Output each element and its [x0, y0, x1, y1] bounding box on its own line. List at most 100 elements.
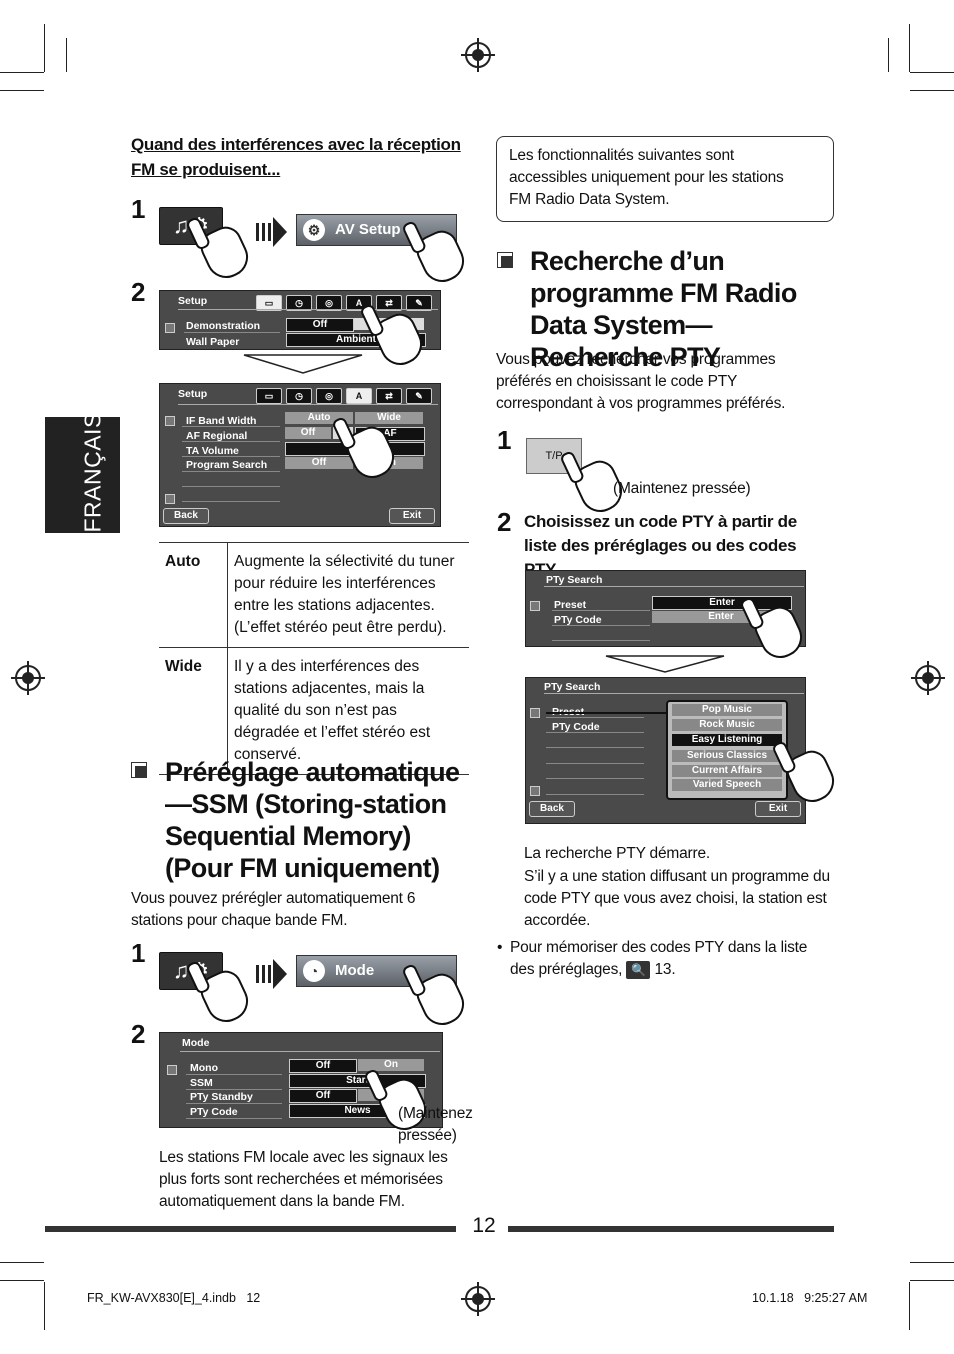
- section-title: Préréglage automatique—SSM (Storing-stat…: [165, 757, 460, 883]
- row-label: SSM: [190, 1077, 213, 1089]
- scroll-up-icon[interactable]: [530, 601, 540, 611]
- row-label: PTy Code: [190, 1106, 238, 1118]
- tab-input[interactable]: ⇄: [376, 295, 402, 311]
- crop-mark: [910, 1262, 954, 1263]
- screen-title: PTy Search: [544, 681, 601, 693]
- bullet-body: Pour mémoriser des codes PTY dans la lis…: [510, 939, 808, 978]
- crop-mark: [0, 90, 44, 91]
- step-number: 2: [131, 1019, 146, 1049]
- dial-icon: ◔: [303, 960, 325, 982]
- scroll-up-icon[interactable]: [167, 1065, 177, 1075]
- bullet-icon: •: [497, 939, 503, 956]
- row-value[interactable]: Off: [289, 1059, 357, 1073]
- screen-title: PTy Search: [546, 574, 603, 586]
- list-item[interactable]: Pop Music: [672, 704, 782, 716]
- registration-mark: [461, 38, 495, 72]
- pointing-hand-icon: [195, 965, 255, 1029]
- hold-note: (Maintenez pressée): [398, 1105, 473, 1144]
- right-arrow-icon: [256, 217, 287, 247]
- crop-mark: [910, 90, 954, 91]
- tab-tools[interactable]: ✎: [406, 295, 432, 311]
- magnifier-icon: 🔍: [626, 960, 651, 979]
- tp-label: T/P: [545, 450, 563, 462]
- row-label: IF Band Width: [186, 415, 257, 427]
- registration-mark: [461, 1282, 495, 1316]
- row-label: Preset: [554, 599, 587, 611]
- step-number: 2: [131, 277, 146, 307]
- list-item[interactable]: Easy Listening: [672, 734, 782, 746]
- section-marker-icon: [497, 252, 513, 268]
- row-value[interactable]: Off: [289, 1089, 357, 1103]
- footer-rule: [508, 1226, 834, 1232]
- screen-title: Setup: [178, 295, 208, 307]
- crop-mark: [888, 38, 889, 72]
- tab-display[interactable]: ▭: [256, 388, 282, 404]
- back-button[interactable]: Back: [529, 801, 575, 817]
- crop-mark: [44, 1282, 45, 1330]
- tab-audio[interactable]: A: [346, 388, 372, 404]
- list-item[interactable]: Serious Classics: [672, 750, 782, 762]
- paragraph: La recherche PTY démarre.: [524, 845, 710, 862]
- scroll-up-icon[interactable]: [530, 708, 540, 718]
- registration-mark: [11, 661, 45, 695]
- tab-clock[interactable]: ◷: [286, 388, 312, 404]
- pointing-hand-icon: [195, 221, 255, 285]
- row-value[interactable]: Wide: [355, 412, 423, 424]
- section-title: Recherche d’un programme FM Radio Data S…: [530, 246, 797, 372]
- tab-disc[interactable]: ◎: [316, 295, 342, 311]
- row-value[interactable]: Off: [286, 318, 354, 332]
- setup-screen: Setup ▭ ◷ ◎ A ⇄ ✎ IF Band Width Auto Wid…: [159, 383, 441, 527]
- crop-mark: [0, 1280, 44, 1281]
- paragraph: S’il y a une station diffusant un progra…: [524, 868, 830, 929]
- scroll-down-icon[interactable]: [165, 494, 175, 504]
- row-value[interactable]: Off: [285, 427, 331, 439]
- tab-display[interactable]: ▭: [256, 295, 282, 311]
- table-desc: Il y a des interférences des stations ad…: [234, 658, 431, 763]
- row-value[interactable]: Off: [285, 457, 353, 469]
- back-button[interactable]: Back: [163, 508, 209, 524]
- row-value[interactable]: On: [358, 1059, 424, 1071]
- exit-button[interactable]: Exit: [755, 801, 801, 817]
- crop-mark: [0, 1262, 44, 1263]
- bullet-text: Pour mémoriser des codes PTY dans la lis…: [510, 937, 810, 981]
- list-item[interactable]: Rock Music: [672, 719, 782, 731]
- table-key: Auto: [159, 542, 228, 648]
- page-reference[interactable]: 13.: [654, 961, 676, 978]
- pty-search-screen: PTy Search Preset PTy Code Pop Music Roc…: [525, 677, 806, 824]
- table-row: Wide Il y a des interférences des statio…: [159, 647, 469, 775]
- paragraph: Vous pouvez prérégler automatiquement 6 …: [131, 890, 416, 929]
- row-label: Program Search: [186, 459, 268, 471]
- interference-heading: Quand des interférences avec la réceptio…: [131, 135, 461, 179]
- exit-button[interactable]: Exit: [389, 508, 435, 524]
- down-arrow-icon: [243, 354, 363, 374]
- tab-disc[interactable]: ◎: [316, 388, 342, 404]
- pty-list: Pop Music Rock Music Easy Listening Seri…: [666, 700, 788, 800]
- crop-mark: [910, 72, 954, 73]
- music-settings-icon[interactable]: ♫⚙: [159, 207, 223, 245]
- screen-title: Setup: [178, 388, 208, 400]
- footer-date: 10.1.18 9:25:27 AM: [752, 1291, 868, 1305]
- row-label: PTy Standby: [190, 1091, 253, 1103]
- row-label: Wall Paper: [186, 336, 240, 348]
- tab-input[interactable]: ⇄: [376, 388, 402, 404]
- scroll-up-icon[interactable]: [165, 416, 175, 426]
- paragraph: Vous pouvez rechercher vos programmes pr…: [496, 351, 786, 412]
- registration-mark: [911, 661, 945, 695]
- row-label: TA Volume: [186, 445, 239, 457]
- gear-icon: ⚙: [303, 219, 325, 241]
- list-item[interactable]: Varied Speech: [672, 779, 782, 791]
- list-item[interactable]: Current Affairs: [672, 765, 782, 777]
- table-desc: Augmente la sélectivité du tuner pour ré…: [234, 553, 455, 636]
- crop-mark: [910, 1280, 954, 1281]
- crop-mark: [909, 24, 910, 72]
- scroll-down-icon[interactable]: [530, 786, 540, 796]
- crop-mark: [44, 24, 45, 72]
- paragraph: Les stations FM locale avec les signaux …: [159, 1149, 448, 1210]
- scroll-up-icon[interactable]: [165, 323, 175, 333]
- language-tab: FRANÇAIS: [45, 412, 120, 533]
- screen-title: Mode: [182, 1037, 210, 1049]
- tab-tools[interactable]: ✎: [406, 388, 432, 404]
- footer-rule: [45, 1226, 456, 1232]
- tab-clock[interactable]: ◷: [286, 295, 312, 311]
- hold-note: (Maintenez pressée): [613, 480, 751, 497]
